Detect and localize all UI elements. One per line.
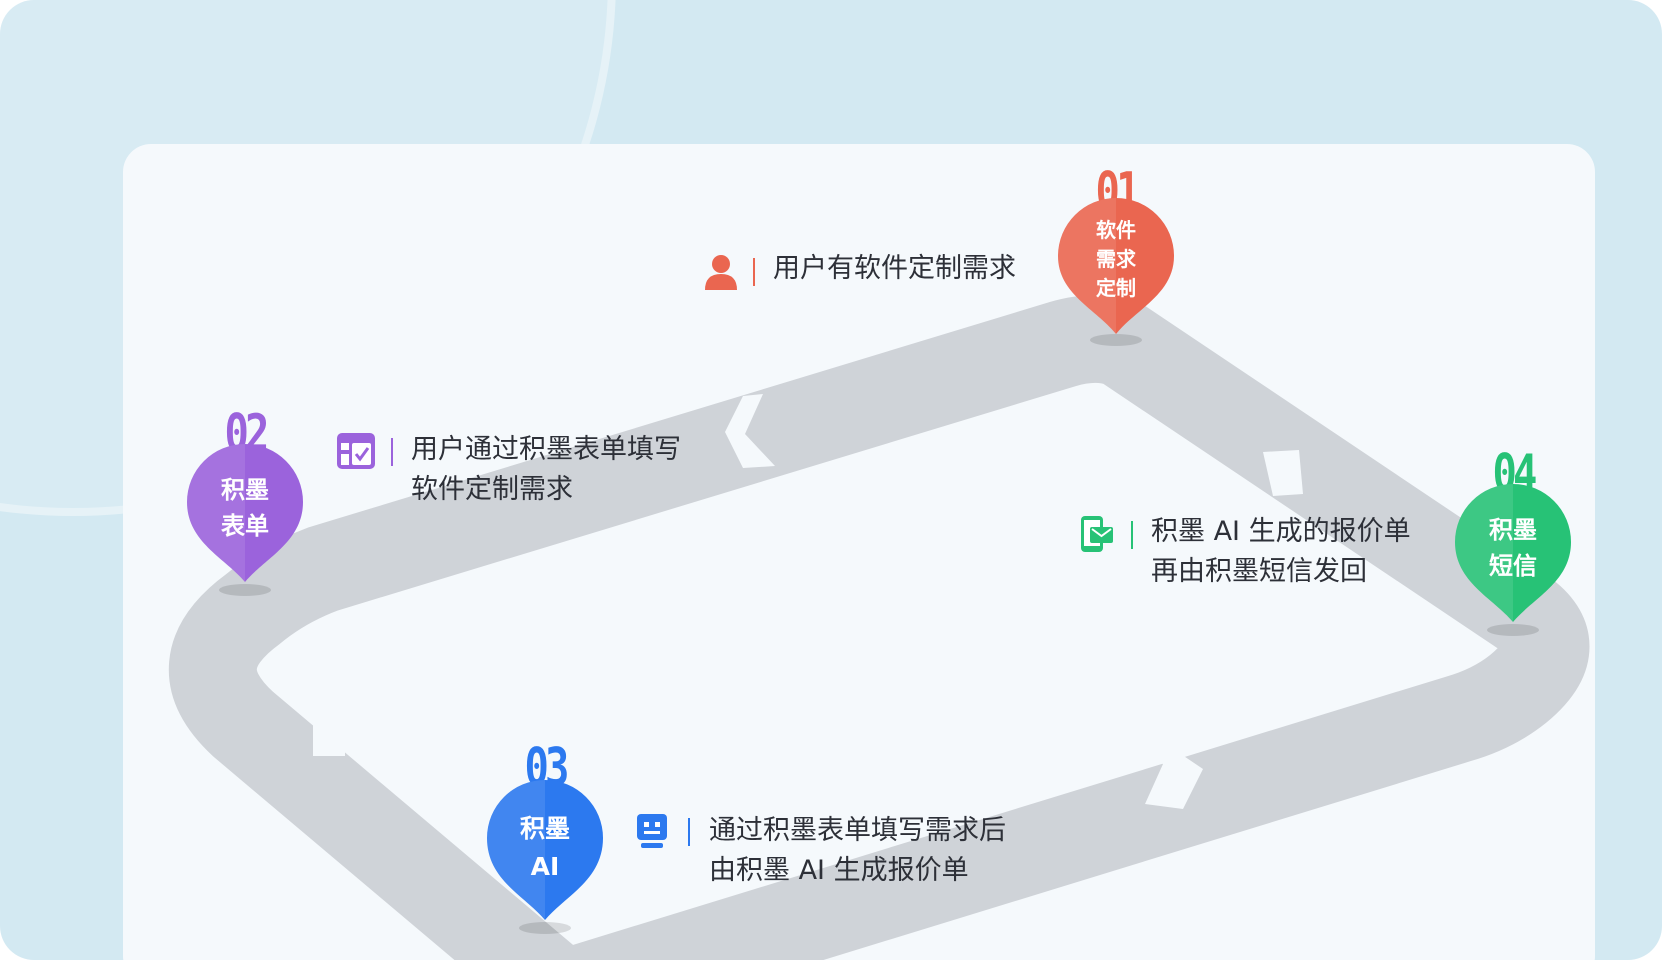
pin-step3-label-line1: 积墨 <box>519 814 570 843</box>
pin-step4-label: 积墨 短信 <box>1453 512 1573 584</box>
track-notch-top <box>725 394 775 468</box>
track-notch-bottomright <box>1123 742 1203 809</box>
step3-separator <box>688 818 690 846</box>
pin-step2-marker <box>187 444 303 596</box>
pin-step3-label: 积墨 AI <box>485 810 605 886</box>
form-icon <box>337 433 375 469</box>
step4-text: 积墨 AI 生成的报价单 再由积墨短信发回 <box>1151 512 1411 592</box>
robot-icon <box>637 814 667 848</box>
step2-separator <box>391 438 393 466</box>
pin-step4-marker <box>1455 484 1571 636</box>
pin-step1-label-line1: 软件 <box>1096 218 1136 242</box>
pin-step4: 04 积墨 短信 <box>1453 448 1573 643</box>
pin-step1-label: 软件 需求 定制 <box>1056 216 1176 303</box>
step3-line2: 由积墨 AI 生成报价单 <box>709 855 969 886</box>
step1-text: 用户有软件定制需求 <box>773 249 1016 289</box>
track-notch-left <box>313 704 345 756</box>
step1-line1: 用户有软件定制需求 <box>773 253 1016 284</box>
step2-line1: 用户通过积墨表单填写 <box>411 434 681 465</box>
pin-step4-label-line2: 短信 <box>1489 552 1537 580</box>
pin-step1-marker <box>1058 198 1174 346</box>
pin-step3-label-line2: AI <box>530 852 560 881</box>
pin-step1-label-line2: 需求 <box>1096 247 1136 271</box>
pin-step2-label-line2: 表单 <box>221 512 269 540</box>
track-notch-right <box>1263 450 1303 496</box>
pin-step2-label-line1: 积墨 <box>221 476 269 504</box>
pin-step2-label: 积墨 表单 <box>185 472 305 544</box>
step4-line1: 积墨 AI 生成的报价单 <box>1151 516 1411 547</box>
user-icon <box>705 255 737 290</box>
sms-icon <box>1081 516 1113 552</box>
step2-text: 用户通过积墨表单填写 软件定制需求 <box>411 430 681 510</box>
track-road <box>168 295 1590 960</box>
pin-step1: 01 软件 需求 定制 <box>1056 166 1176 356</box>
pin-step4-label-line1: 积墨 <box>1489 516 1537 544</box>
step2-line2: 软件定制需求 <box>411 474 573 505</box>
pin-step1-label-line3: 定制 <box>1096 276 1136 300</box>
step1-separator <box>753 258 755 286</box>
process-card: 用户有软件定制需求 用户通过积墨表单填写 软件定制需求 通过积墨表单填写需求后 … <box>123 144 1595 960</box>
step3-text: 通过积墨表单填写需求后 由积墨 AI 生成报价单 <box>709 811 1006 891</box>
pin-step3-marker <box>487 780 603 934</box>
pin-step2: 02 积墨 表单 <box>185 408 305 603</box>
step3-line1: 通过积墨表单填写需求后 <box>709 815 1006 846</box>
process-track <box>168 295 1590 960</box>
pin-step3: 03 积墨 AI <box>485 742 605 942</box>
step4-separator <box>1131 521 1133 549</box>
step4-line2: 再由积墨短信发回 <box>1151 556 1367 587</box>
